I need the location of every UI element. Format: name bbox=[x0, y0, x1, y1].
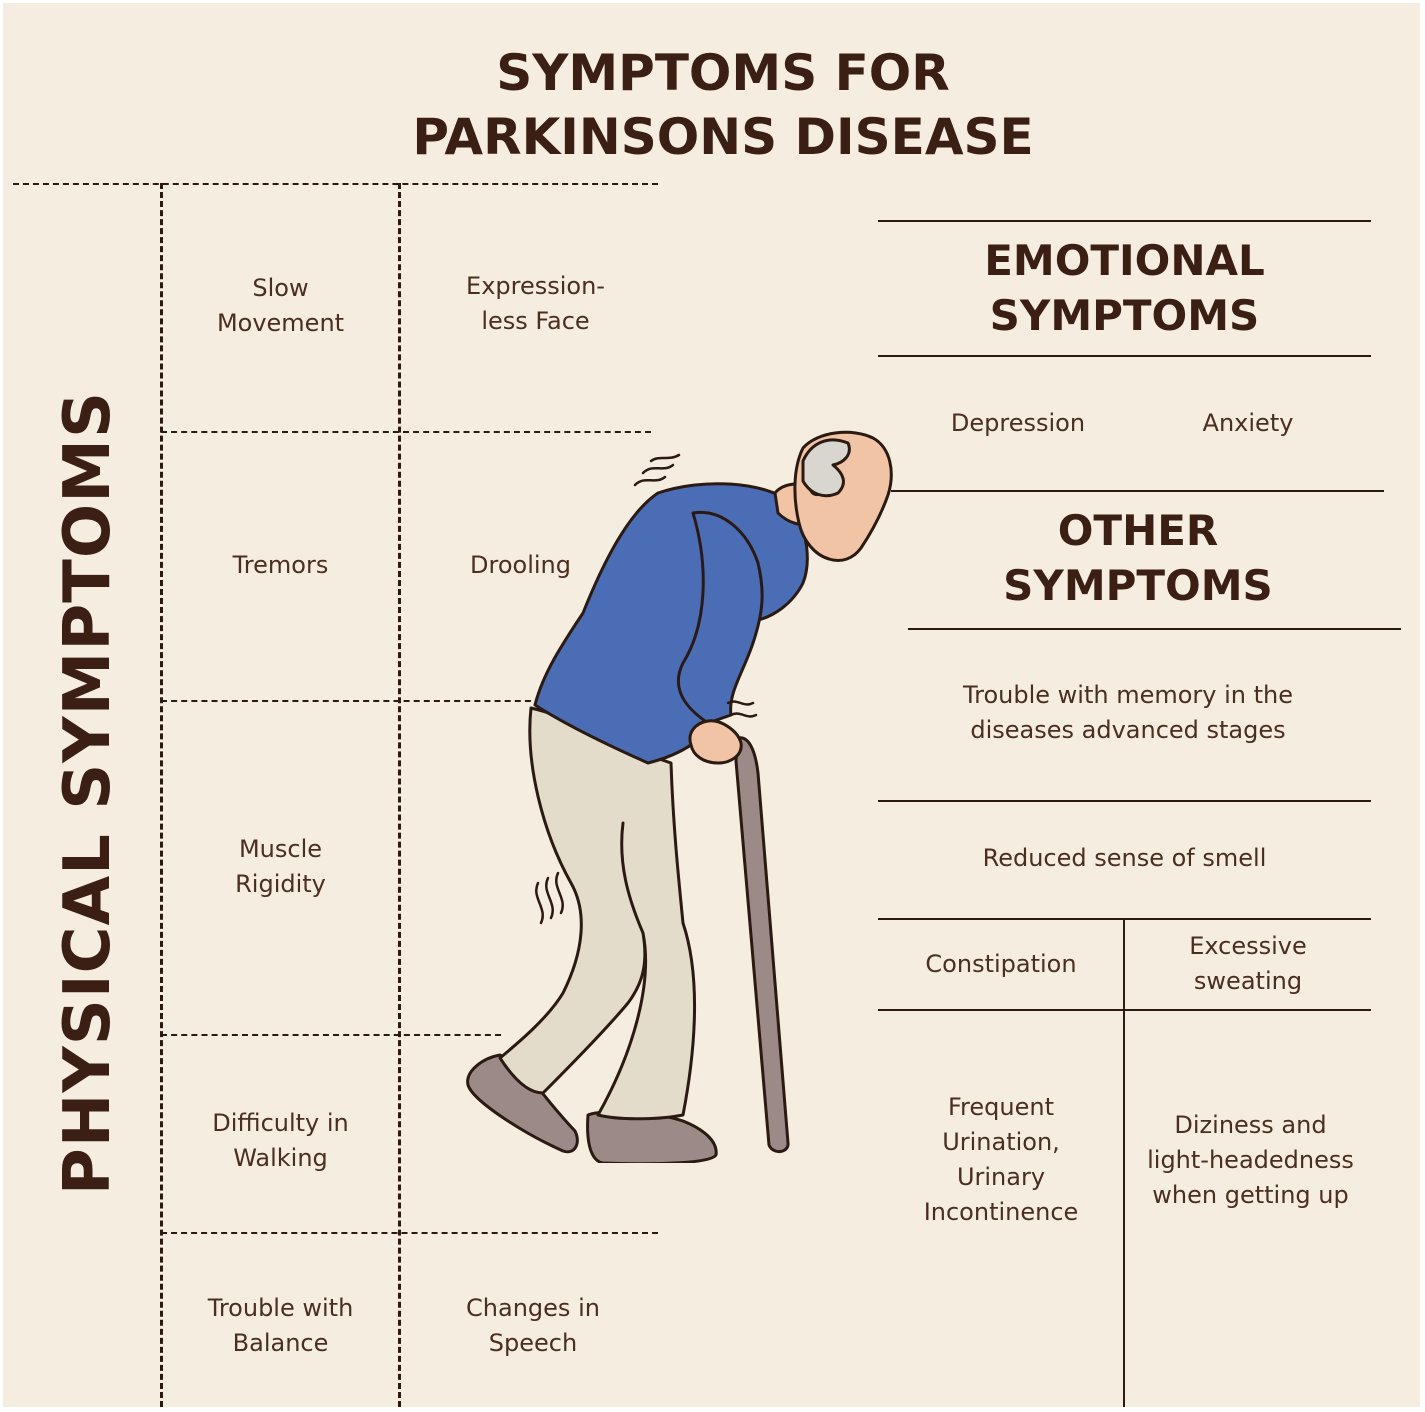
divider bbox=[891, 490, 1384, 492]
grid-line bbox=[13, 183, 658, 185]
emotional-symptoms-heading: EMOTIONAL SYMPTOMS bbox=[984, 236, 1265, 340]
symptom-anxiety: Anxiety bbox=[1202, 409, 1294, 437]
grid-line bbox=[398, 183, 401, 1407]
divider bbox=[1123, 918, 1125, 1407]
divider bbox=[878, 1009, 1371, 1011]
grid-line bbox=[160, 183, 163, 1407]
symptom-trouble-balance: Trouble with Balance bbox=[207, 1294, 354, 1357]
grid-line bbox=[161, 1232, 658, 1234]
symptom-excessive-sweating: Excessive sweating bbox=[1189, 932, 1307, 995]
divider bbox=[908, 628, 1401, 630]
symptom-slow-movement: Slow Movement bbox=[216, 274, 345, 337]
physical-symptoms-heading: PHYSICAL SYMPTOMS bbox=[51, 390, 125, 1196]
symptom-expressionless-face: Expression- less Face bbox=[466, 272, 605, 335]
divider bbox=[878, 800, 1371, 802]
title-line-1: SYMPTOMS FOR bbox=[496, 44, 950, 102]
symptom-dizziness: Diziness and light-headedness when getti… bbox=[1147, 1111, 1354, 1209]
symptom-difficulty-walking: Difficulty in Walking bbox=[212, 1109, 349, 1172]
elderly-man-with-cane-illustration bbox=[466, 430, 893, 1163]
other-symptoms-heading: OTHER SYMPTOMS bbox=[1003, 506, 1273, 610]
divider bbox=[878, 220, 1371, 222]
symptom-reduced-smell: Reduced sense of smell bbox=[982, 844, 1267, 872]
grid-line bbox=[161, 700, 541, 702]
symptom-urination: Frequent Urination, Urinary Incontinence bbox=[923, 1093, 1079, 1226]
grid-line bbox=[161, 431, 651, 433]
infographic: SYMPTOMS FOR PARKINSONS DISEASE PHYSICAL… bbox=[3, 3, 1420, 1407]
symptom-changes-speech: Changes in Speech bbox=[466, 1294, 600, 1357]
symptom-memory: Trouble with memory in the diseases adva… bbox=[962, 681, 1293, 744]
page-title: SYMPTOMS FOR PARKINSONS DISEASE bbox=[373, 41, 1073, 169]
symptom-tremors: Tremors bbox=[232, 551, 329, 579]
divider bbox=[878, 355, 1371, 357]
title-line-2: PARKINSONS DISEASE bbox=[412, 108, 1034, 166]
grid-line bbox=[161, 1034, 501, 1036]
symptom-muscle-rigidity: Muscle Rigidity bbox=[235, 835, 326, 898]
symptom-drooling: Drooling bbox=[470, 551, 571, 579]
symptom-depression: Depression bbox=[950, 409, 1086, 437]
symptom-constipation: Constipation bbox=[925, 950, 1077, 978]
